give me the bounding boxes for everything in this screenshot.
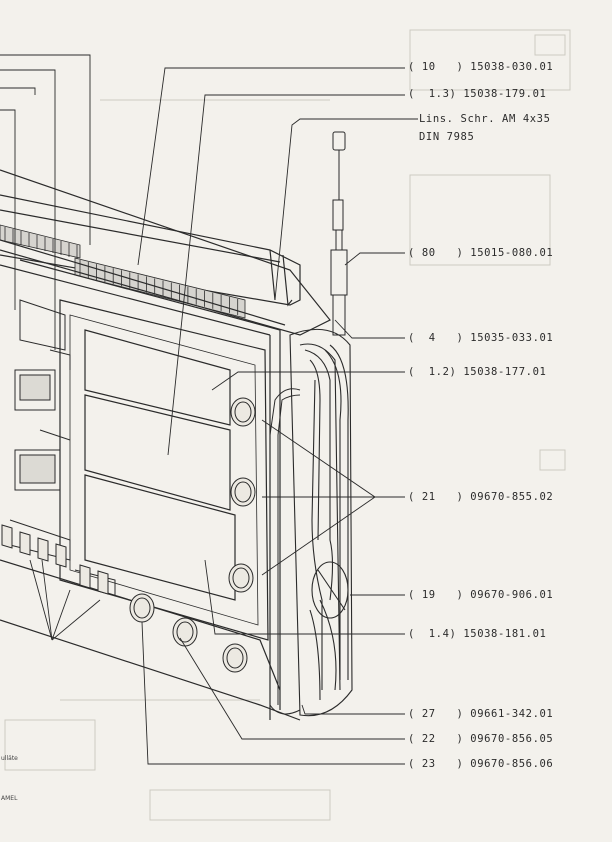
knob-3 <box>228 563 254 593</box>
callout-1-4: ( 1.4) 15038-181.01 <box>408 628 547 640</box>
knob-1 <box>230 397 256 427</box>
knob-4 <box>129 593 155 623</box>
show-through-ghost <box>4 29 571 821</box>
callout-21: ( 21 ) 09670-855.02 <box>408 491 554 503</box>
telescopic-antenna <box>330 131 348 336</box>
push-buttons <box>1 524 109 595</box>
knob-2 <box>230 477 256 507</box>
callout-1-2: ( 1.2) 15038-177.01 <box>408 366 547 378</box>
side-ribs <box>289 328 353 717</box>
carry-handle <box>0 194 301 307</box>
knob-6 <box>222 643 248 673</box>
callout-10: ( 10 ) 15038-030.01 <box>408 61 554 73</box>
callout-screw-din: DIN 7985 <box>419 131 475 143</box>
knob-5 <box>172 617 198 647</box>
cabinet-body <box>0 169 331 721</box>
leader-lines <box>0 54 418 765</box>
callout-22: ( 22 ) 09670-856.05 <box>408 733 554 745</box>
callout-screw: Lins. Schr. AM 4x35 <box>419 113 551 125</box>
callout-19: ( 19 ) 09670-906.01 <box>408 589 554 601</box>
callout-23: ( 23 ) 09670-856.06 <box>408 758 554 770</box>
callout-27: ( 27 ) 09661-342.01 <box>408 708 554 720</box>
top-grille <box>0 224 246 319</box>
callout-4: ( 4 ) 15035-033.01 <box>408 332 554 344</box>
footer-text-a: ulläte <box>1 755 18 762</box>
left-panel-details <box>9 299 116 595</box>
control-knobs <box>129 397 256 673</box>
callout-80: ( 80 ) 15015-080.01 <box>408 247 554 259</box>
callout-1-3: ( 1.3) 15038-179.01 <box>408 88 547 100</box>
footer-text-b: AMEL <box>1 795 18 802</box>
